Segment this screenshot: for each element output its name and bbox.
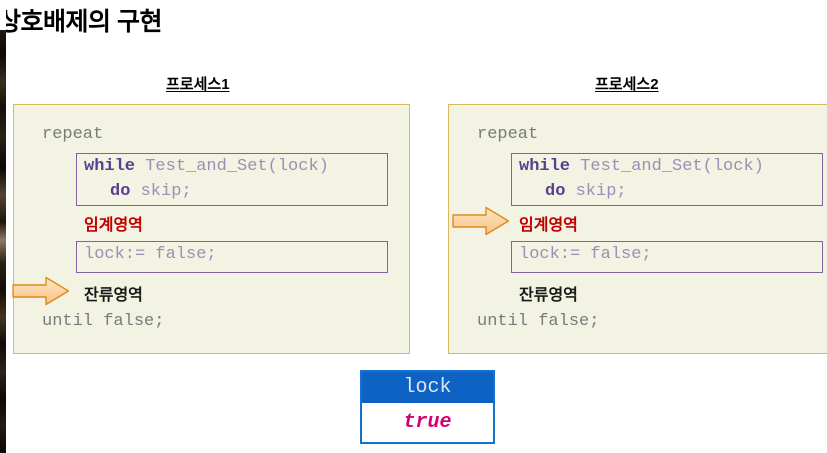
left-edge-sliver-mask (0, 0, 6, 30)
right-block-arrow-icon (12, 276, 70, 306)
process2-do-expression: skip; (565, 182, 627, 201)
process2-remainder-region-label: 잔류영역 (519, 287, 578, 304)
process2-code-box: repeat while Test_and_Set(lock) do skip;… (448, 104, 827, 354)
process1-while-statement-box: while Test_and_Set(lock) do skip; (76, 153, 388, 206)
process1-while-line: while Test_and_Set(lock) (77, 154, 387, 179)
left-edge-sliver (0, 0, 6, 453)
process2-while-statement-box: while Test_and_Set(lock) do skip; (511, 153, 823, 206)
right-block-arrow-icon (452, 206, 510, 236)
process1-until-keyword: until false; (42, 312, 165, 331)
process1-while-keyword: while (84, 157, 136, 176)
process1-do-expression: skip; (130, 182, 192, 201)
lock-variable-table: lock true (360, 370, 495, 444)
process1-critical-region-label: 임계영역 (84, 217, 143, 234)
process2-repeat-keyword: repeat (477, 125, 539, 144)
process2-critical-region-label: 임계영역 (519, 217, 578, 234)
lock-variable-name: lock (362, 372, 493, 403)
process1-do-keyword: do (110, 182, 131, 201)
process2-label: 프로세스2 (595, 76, 659, 93)
process2-unlock-line: lock:= false; (519, 245, 652, 264)
process1-unlock-statement-box: lock:= false; (76, 241, 388, 273)
process1-do-line: do skip; (77, 179, 387, 204)
process1-while-expression: Test_and_Set(lock) (135, 157, 329, 176)
process1-remainder-region-label: 잔류영역 (84, 287, 143, 304)
process2-do-line: do skip; (512, 179, 822, 204)
process1-code-box: repeat while Test_and_Set(lock) do skip;… (13, 104, 410, 354)
page-title: 상호배제의 구현 (0, 8, 162, 36)
process2-while-expression: Test_and_Set(lock) (570, 157, 764, 176)
process2-while-keyword: while (519, 157, 571, 176)
process2-while-line: while Test_and_Set(lock) (512, 154, 822, 179)
lock-variable-value: true (362, 403, 493, 442)
process1-unlock-line: lock:= false; (84, 245, 217, 264)
process1-label: 프로세스1 (166, 76, 230, 93)
process2-until-keyword: until false; (477, 312, 600, 331)
process1-repeat-keyword: repeat (42, 125, 104, 144)
process2-do-keyword: do (545, 182, 566, 201)
process2-unlock-statement-box: lock:= false; (511, 241, 823, 273)
